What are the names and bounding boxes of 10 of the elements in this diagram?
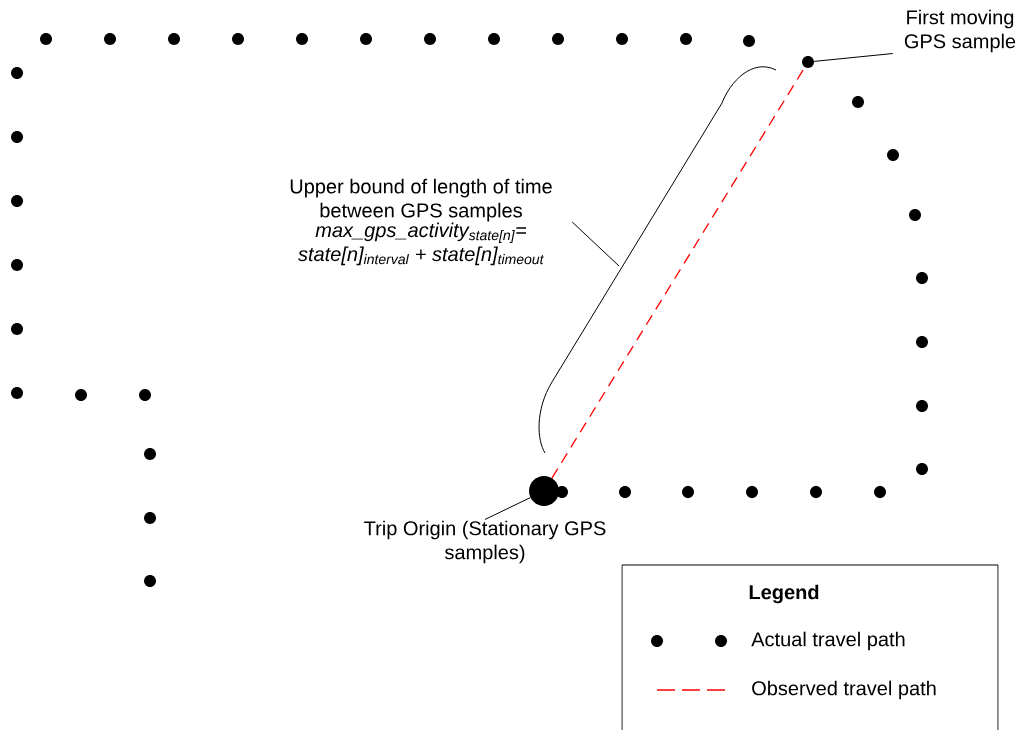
leader-line (571, 221, 620, 267)
legend-title: Legend (749, 584, 819, 604)
text-label: Upper bound of length of time between GPS samples max_gps_activity$_{state[n]}$= state[n]$_{interval}$ + state[n]$_{timeout}$ (290, 178, 552, 266)
legend-label: Observed travel path (752, 680, 936, 700)
leader-line (484, 497, 531, 520)
leader-line (813, 53, 894, 62)
text-label: First moving GPS sample (904, 9, 1016, 53)
dot (529, 476, 559, 506)
legend-label: Actual travel path (751, 631, 905, 651)
text-label: Trip Origin (Stationary GPS samples) (364, 520, 606, 564)
